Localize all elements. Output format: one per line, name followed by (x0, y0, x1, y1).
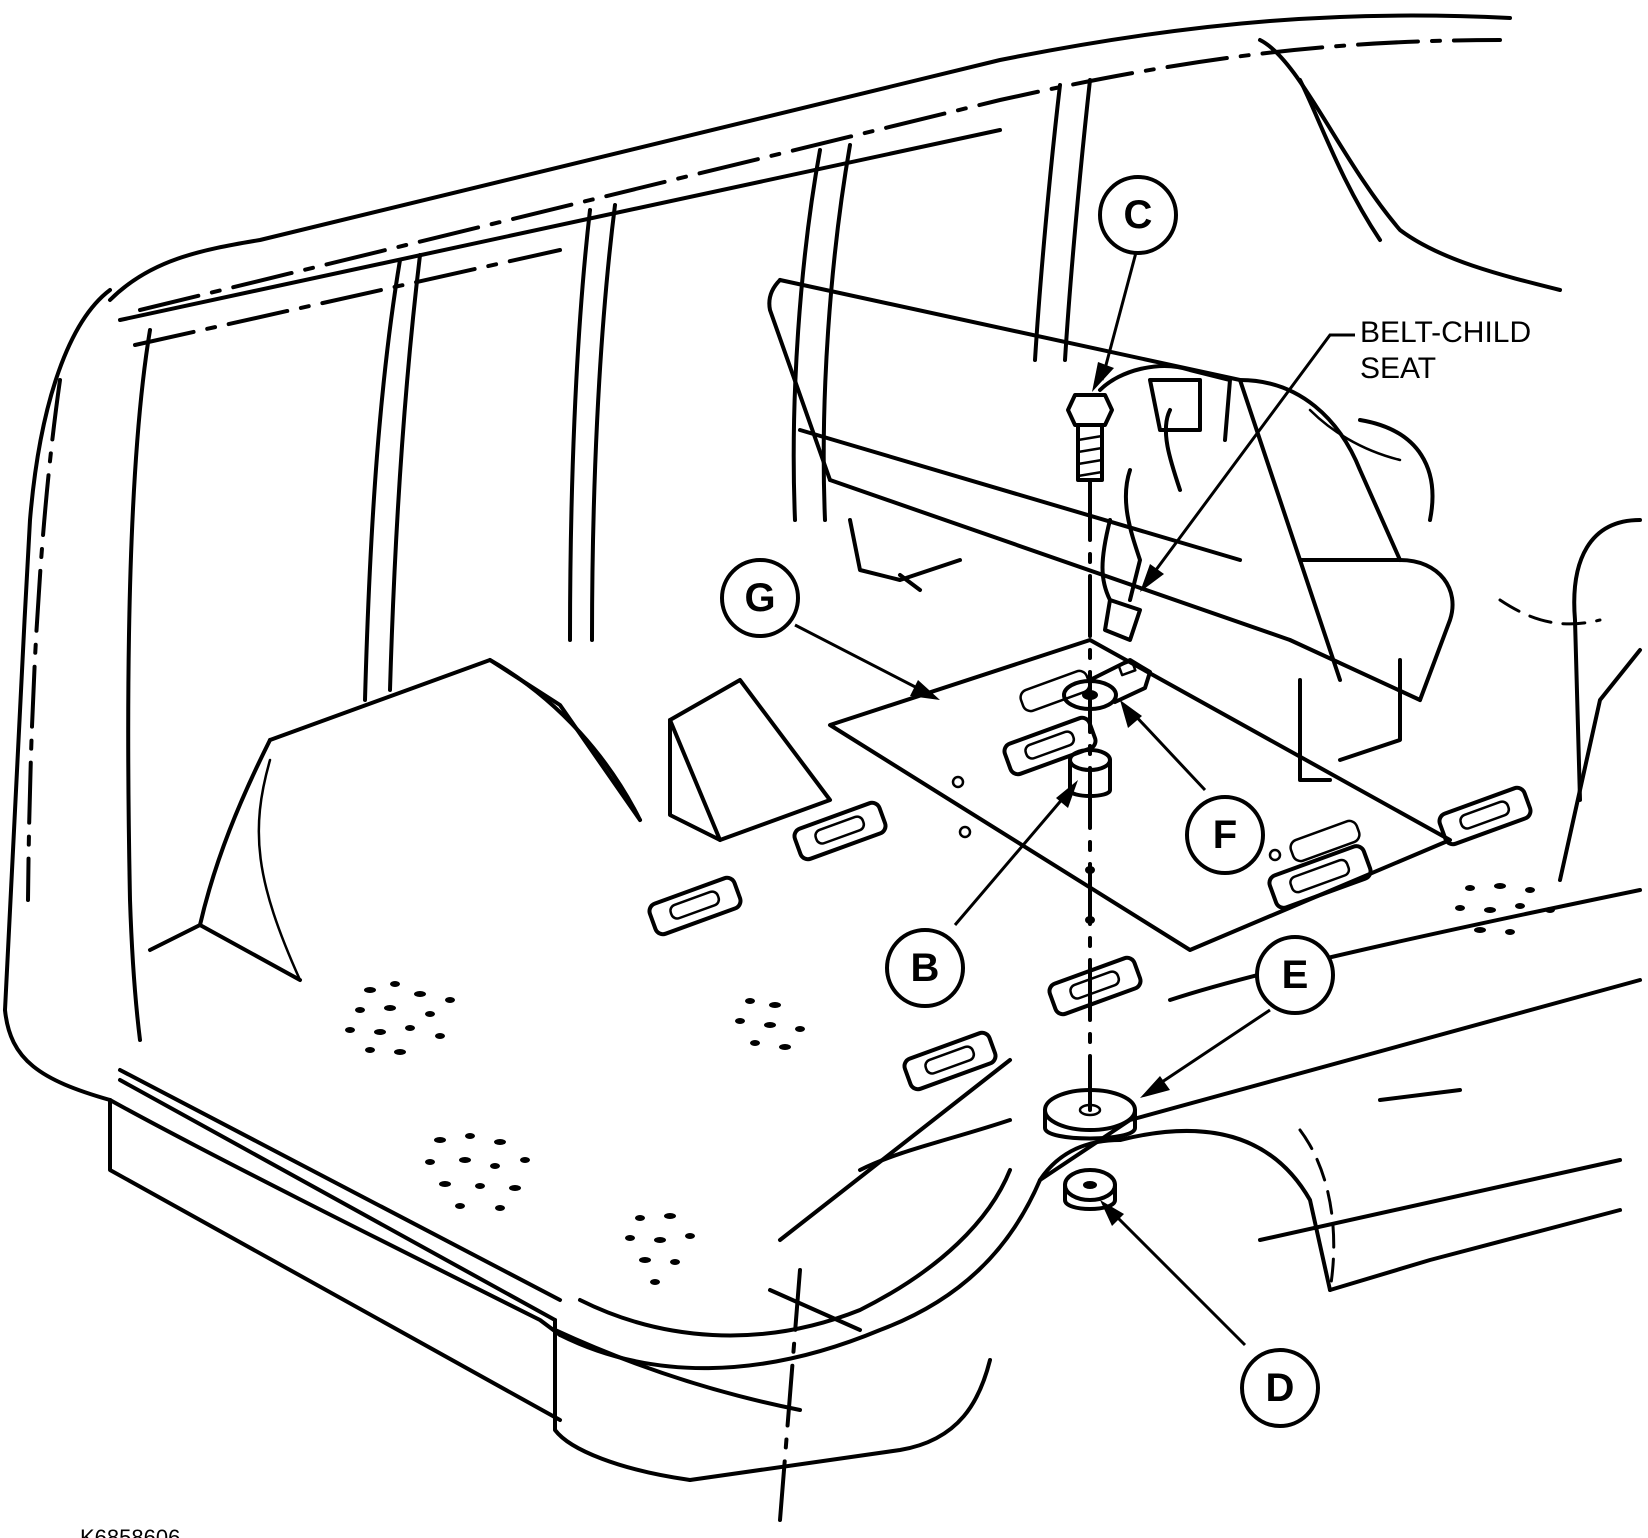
floor-plate (828, 638, 1452, 952)
callout-leaders (794, 244, 1355, 1347)
callout-G: G (720, 558, 800, 638)
vehicle-body (3, 13, 1642, 1522)
anchor-9 (1289, 819, 1361, 863)
callout-F-label: F (1213, 813, 1237, 857)
callout-B: B (885, 928, 965, 1008)
hardware-stack (1043, 393, 1152, 1211)
figure-reference-code: K6858606 (80, 1525, 180, 1538)
callout-B-label: B (911, 946, 940, 990)
anchor-2 (792, 800, 888, 862)
nut (1063, 1168, 1117, 1211)
callout-E-label: E (1282, 953, 1309, 997)
callout-C: C (1098, 175, 1178, 255)
callout-F: F (1185, 795, 1265, 875)
tie-down-anchors (647, 669, 1533, 1092)
washer (1043, 1088, 1137, 1141)
anchor-1 (647, 875, 743, 937)
anchor-3 (902, 1030, 998, 1092)
anchor-bracket (1062, 658, 1152, 711)
callout-E: E (1255, 935, 1335, 1015)
anchor-4 (1047, 955, 1143, 1017)
anchor-6 (1267, 844, 1373, 910)
anchor-7 (1437, 785, 1533, 847)
carpet-texture (345, 883, 1555, 1285)
belt-child-seat-label-line1: BELT-CHILD (1360, 316, 1531, 349)
anchor-5 (1002, 715, 1098, 777)
callout-G-label: G (744, 576, 775, 620)
anchor-8 (1019, 669, 1091, 713)
belt-child-seat-strap (1098, 364, 1232, 642)
callout-D-label: D (1266, 1366, 1295, 1410)
callout-D: D (1240, 1348, 1320, 1428)
bolt (1066, 393, 1114, 482)
rear-seat (767, 278, 1455, 782)
belt-child-seat-label-line2: SEAT (1360, 352, 1436, 385)
callout-C-label: C (1124, 193, 1153, 237)
